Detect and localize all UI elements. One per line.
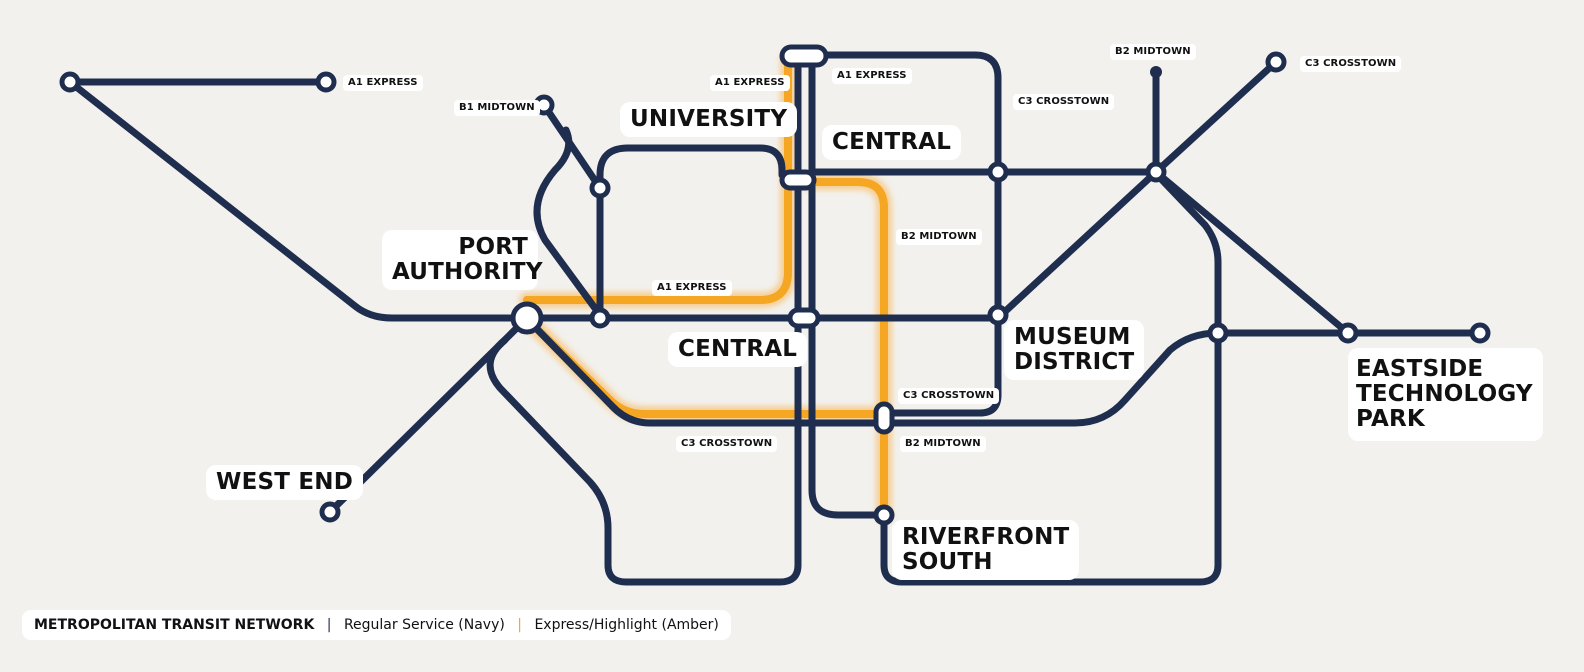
station-central-north[interactable] <box>779 169 817 191</box>
stations <box>59 44 1491 526</box>
line-label-b2-midtown: B2 MIDTOWN <box>1110 44 1196 60</box>
station-port-authority[interactable] <box>510 301 544 335</box>
label-line: RIVERFRONT <box>902 524 1070 550</box>
station-west-end[interactable] <box>319 501 341 523</box>
legend: METROPOLITAN TRANSIT NETWORK | Regular S… <box>22 610 731 640</box>
station-riverfront-south[interactable] <box>873 504 895 526</box>
label-line: AUTHORITY <box>392 259 543 285</box>
label-central-south: CENTRAL <box>668 332 808 367</box>
legend-separator: | <box>517 617 522 633</box>
legend-separator: | <box>326 617 332 633</box>
station-crosstown-junction[interactable] <box>873 401 895 435</box>
line-label-b2-midtown: B2 MIDTOWN <box>900 436 986 452</box>
line-label-c3-crosstown: C3 CROSSTOWN <box>1300 56 1402 72</box>
station-university-junction[interactable] <box>589 177 611 199</box>
label-line: TECHNOLOGY <box>1356 381 1533 407</box>
label-line: EASTSIDE <box>1356 356 1484 382</box>
line-label-c3-crosstown: C3 CROSSTOWN <box>898 388 1000 404</box>
line-label-a1-express: A1 EXPRESS <box>652 280 732 296</box>
station-c3-crosstown-terminus[interactable] <box>1265 51 1287 73</box>
station-a1-express-terminus[interactable] <box>315 71 337 93</box>
line-label-c3-crosstown: C3 CROSSTOWN <box>1013 94 1115 110</box>
label-riverfront-south: RIVERFRONT SOUTH <box>892 520 1080 580</box>
line-label-a1-express: A1 EXPRESS <box>343 75 423 91</box>
station-eastside-west[interactable] <box>1337 322 1359 344</box>
station-central-south[interactable] <box>787 307 821 329</box>
line-label-b2-midtown: B2 MIDTOWN <box>896 229 982 245</box>
label-university: UNIVERSITY <box>620 102 798 137</box>
legend-title: METROPOLITAN TRANSIT NETWORK <box>34 617 315 633</box>
line-label-b1-midtown: B1 MIDTOWN <box>454 100 540 116</box>
label-museum-district: MUSEUM DISTRICT <box>1004 320 1145 380</box>
station-museum-district[interactable] <box>987 304 1009 326</box>
station-central-top[interactable] <box>779 44 829 68</box>
station-a1-west-terminus[interactable] <box>59 71 81 93</box>
label-line: PORT <box>458 234 528 260</box>
station-b2-midtown-terminus[interactable] <box>1150 66 1162 78</box>
station-trunk-west[interactable] <box>589 307 611 329</box>
label-line: MUSEUM <box>1014 324 1131 350</box>
label-central-north: CENTRAL <box>822 125 962 160</box>
legend-express-service: Express/Highlight (Amber) <box>534 617 719 633</box>
label-west-end: WEST END <box>206 465 363 500</box>
label-eastside-technology-park: EASTSIDE TECHNOLOGY PARK <box>1348 348 1543 441</box>
label-line: DISTRICT <box>1014 349 1135 375</box>
station-east-junction[interactable] <box>1207 322 1229 344</box>
line-label-a1-express: A1 EXPRESS <box>710 75 790 91</box>
label-port-authority: PORT AUTHORITY <box>382 230 543 290</box>
regular-routes <box>66 51 1486 586</box>
legend-regular-service: Regular Service (Navy) <box>343 617 505 633</box>
station-east-hub[interactable] <box>1145 161 1167 183</box>
label-line: SOUTH <box>902 549 993 575</box>
station-c3-north[interactable] <box>987 161 1009 183</box>
label-line: PARK <box>1356 406 1425 432</box>
line-label-a1-express: A1 EXPRESS <box>832 68 912 84</box>
station-eastside-terminus[interactable] <box>1469 322 1491 344</box>
line-label-c3-crosstown: C3 CROSSTOWN <box>676 436 778 452</box>
